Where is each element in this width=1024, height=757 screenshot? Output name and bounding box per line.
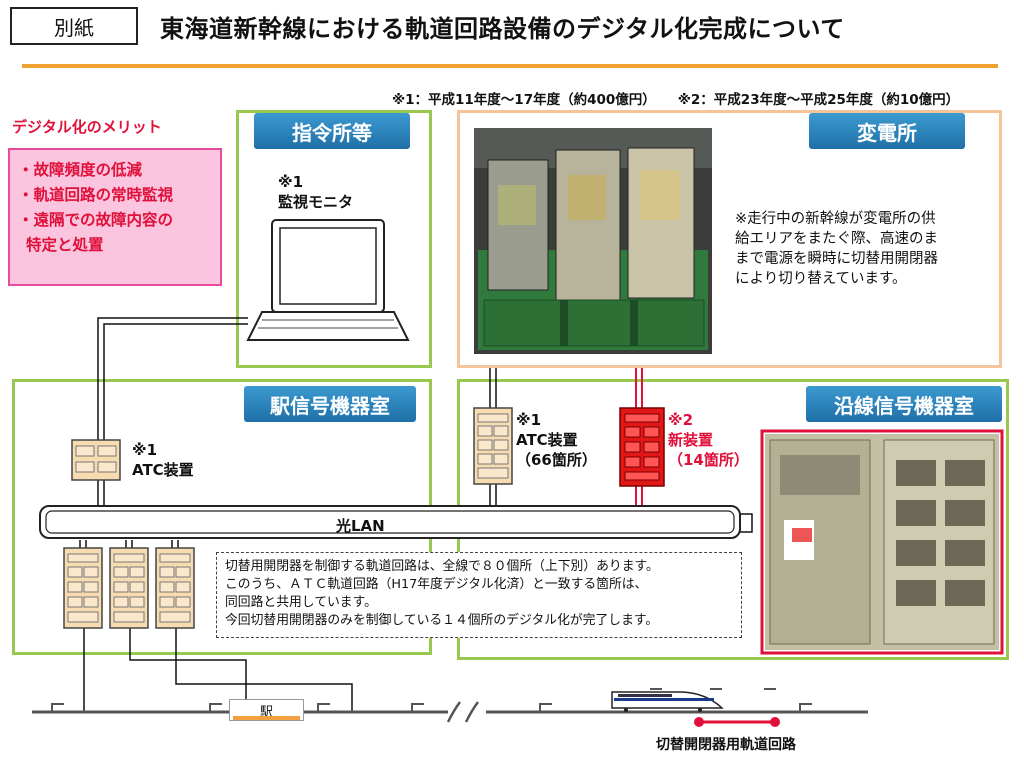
atc-station-label: ※1 ATC装置 bbox=[132, 440, 194, 480]
info-line: このうち、ＡＴＣ軌道回路（H17年度デジタル化済）と一致する箇所は、 bbox=[225, 577, 648, 592]
railway-track bbox=[32, 688, 868, 723]
station-platform: 駅 bbox=[229, 699, 304, 721]
relay-cabinet-icon bbox=[63, 547, 103, 629]
new-device-count: （14箇所） bbox=[668, 451, 749, 469]
info-line: 同回路と共用しています。 bbox=[225, 595, 377, 610]
wayside-room-photo bbox=[760, 429, 1004, 655]
cost-footnotes: ※1：平成11年度～17年度（約400億円） ※2：平成23年度～平成25年度（約… bbox=[392, 88, 981, 108]
relay-cabinet-icon bbox=[155, 547, 195, 629]
substation-description: ※走行中の新幹線が変電所の供 給エリアをまたぐ際、高速のま まで電源を瞬時に切替… bbox=[735, 209, 983, 289]
substation-zone bbox=[457, 110, 1002, 368]
atc-wayside-label: ※1 ATC装置 （66箇所） bbox=[516, 410, 597, 470]
footnote-1: ※1：平成11年度～17年度（約400億円） bbox=[392, 92, 656, 108]
attachment-tag: 別紙 bbox=[10, 7, 138, 45]
atc-device-station-icon bbox=[71, 439, 121, 481]
monitor-wire-a bbox=[97, 317, 248, 440]
merit-item: ・遠隔での故障内容の bbox=[18, 211, 174, 229]
track-circuit-label: 切替開閉器用軌道回路 bbox=[656, 737, 796, 753]
new-device-label: ※2 新装置 （14箇所） bbox=[668, 410, 749, 470]
merit-item: ・軌道回路の常時監視 bbox=[18, 186, 174, 204]
merits-box: ・故障頻度の低減 ・軌道回路の常時監視 ・遠隔での故障内容の 特定と処置 bbox=[8, 148, 222, 286]
atc-wayside-count: （66箇所） bbox=[516, 451, 597, 469]
track-circuit-marker bbox=[694, 717, 780, 727]
new-device-mark: ※2 bbox=[668, 411, 694, 429]
substation-photo bbox=[474, 128, 712, 354]
info-line: 切替用開閉器を制御する軌道回路は、全線で８０個所（上下別）あります。 bbox=[225, 559, 659, 574]
station-room-label: 駅信号機器室 bbox=[244, 386, 416, 422]
atc-station-mark: ※1 bbox=[132, 441, 158, 459]
substation-text-line: 給エリアをまたぐ際、高速のま bbox=[735, 231, 938, 247]
info-note-box: 切替用開閉器を制御する軌道回路は、全線で８０個所（上下別）あります。 このうち、… bbox=[216, 552, 742, 638]
substation-text-line: により切り替えています。 bbox=[735, 271, 907, 287]
substation-text-line: ※走行中の新幹線が変電所の供 bbox=[735, 211, 936, 227]
monitor-wire-b bbox=[103, 323, 248, 440]
atc-wayside-text: ATC装置 bbox=[516, 431, 578, 449]
monitor-text: 監視モニタ bbox=[278, 193, 354, 211]
atc-station-text: ATC装置 bbox=[132, 461, 194, 479]
monitor-icon bbox=[246, 219, 410, 341]
substation-text-line: まで電源を瞬時に切替用開閉器 bbox=[735, 251, 938, 267]
new-device-icon bbox=[619, 407, 665, 487]
shinkansen-train-icon bbox=[611, 691, 724, 712]
merits-heading: デジタル化のメリット bbox=[12, 118, 162, 136]
info-line: 今回切替用開閉器のみを制御している１４個所のデジタル化が完了します。 bbox=[225, 613, 659, 628]
optical-lan-bar bbox=[39, 505, 741, 539]
relay-wire-2 bbox=[129, 628, 247, 702]
relay-cabinet-icon bbox=[109, 547, 149, 629]
footnote-2: ※2：平成23年度～平成25年度（約10億円） bbox=[677, 92, 960, 108]
new-device-text: 新装置 bbox=[668, 431, 714, 449]
station-label: 駅 bbox=[259, 704, 273, 720]
page-title: 東海道新幹線における軌道回路設備のデジタル化完成について bbox=[160, 15, 845, 43]
atc-device-wayside-icon bbox=[473, 407, 513, 485]
title-underline bbox=[22, 64, 998, 68]
lan-end-wire bbox=[740, 513, 753, 533]
command-center-label: 指令所等 bbox=[254, 113, 410, 149]
monitor-mark: ※1 bbox=[278, 173, 304, 191]
command-center-zone bbox=[236, 110, 432, 368]
relay-wire-3 bbox=[175, 628, 353, 712]
optical-lan-label: 光LAN bbox=[336, 517, 385, 535]
atc-wayside-mark: ※1 bbox=[516, 411, 542, 429]
substation-label: 変電所 bbox=[809, 113, 965, 149]
wayside-room-label: 沿線信号機器室 bbox=[806, 386, 1002, 422]
merit-item: ・故障頻度の低減 bbox=[18, 161, 143, 179]
monitor-label: ※1 監視モニタ bbox=[278, 172, 353, 212]
merit-item: 特定と処置 bbox=[26, 236, 104, 254]
